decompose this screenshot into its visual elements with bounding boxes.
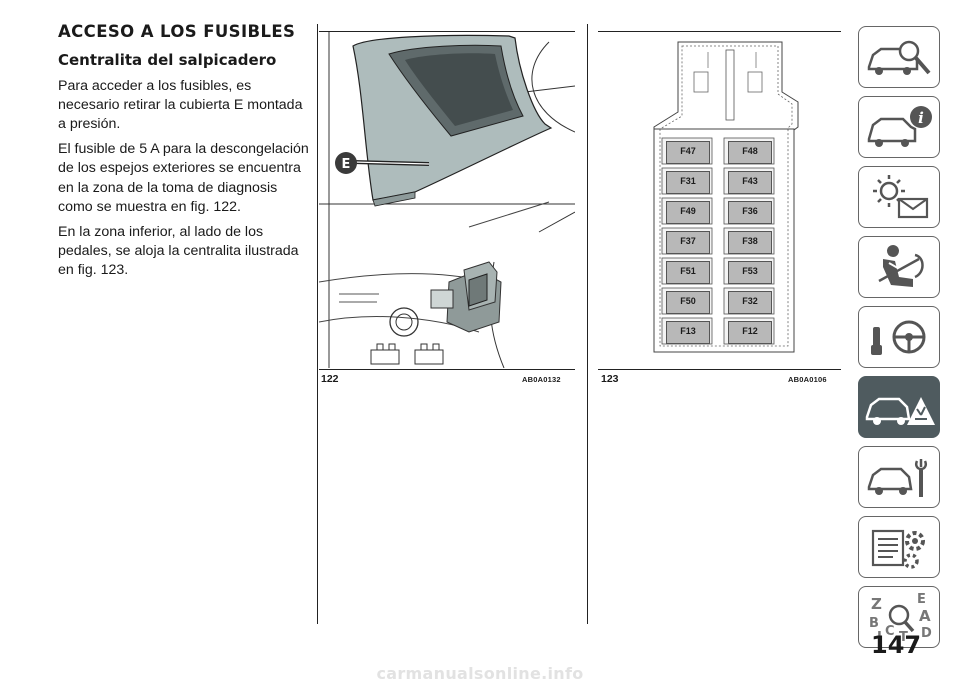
index-letter: B	[869, 616, 879, 631]
svg-text:i: i	[918, 109, 924, 127]
fuse: F13	[666, 321, 710, 344]
fuse-label: F50	[680, 296, 696, 306]
column-divider-left	[317, 24, 318, 624]
emergency-icon	[865, 397, 935, 425]
tab-airbag-seat[interactable]	[858, 236, 940, 298]
callout-e-label: E	[342, 157, 351, 172]
fuse-label: F43	[742, 176, 758, 186]
car-search-icon	[867, 40, 931, 75]
figure-122-illustration: E	[319, 32, 575, 368]
fuse-label: F49	[680, 206, 696, 216]
tab-car-info[interactable]: i	[858, 96, 940, 158]
paragraph-1: Para acceder a los fusibles, es necesari…	[58, 77, 303, 132]
index-letter: I	[877, 630, 882, 645]
figure-123-number: 123	[601, 373, 619, 385]
fuse: F31	[666, 171, 710, 194]
fuse: F50	[666, 291, 710, 314]
figure-122-bottom-rule	[319, 369, 575, 370]
figure-123-top-rule	[598, 31, 841, 32]
fuse-label: F47	[680, 146, 696, 156]
fuse: F36	[728, 201, 772, 224]
tab-warning-lights[interactable]	[858, 166, 940, 228]
index-letter: A	[919, 607, 931, 625]
fuse: F51	[666, 261, 710, 284]
section-subtitle: Centralita del salpicadero	[58, 51, 277, 69]
index-letter: C	[885, 624, 895, 639]
fuse: F38	[728, 231, 772, 254]
fuse: F32	[728, 291, 772, 314]
tab-technical-data[interactable]	[858, 516, 940, 578]
fuse-label: F12	[742, 326, 758, 336]
tab-key-steering[interactable]	[858, 306, 940, 368]
column-divider-right	[587, 24, 588, 624]
fuse: F37	[666, 231, 710, 254]
section-title: ACCESO A LOS FUSIBLES	[58, 22, 296, 41]
fuse-label: F37	[680, 236, 696, 246]
fuse-label: F32	[742, 296, 758, 306]
index-letter: E	[917, 592, 926, 607]
fuse: F43	[728, 171, 772, 194]
paragraph-2: El fusible de 5 A para la descongelación…	[58, 141, 309, 215]
fuse-label: F48	[742, 146, 758, 156]
alphabetical-index-icon: Z E A B C I T D	[869, 592, 932, 645]
index-letter: Z	[871, 595, 882, 613]
figure-122-number: 122	[321, 373, 339, 385]
fuse: F49	[666, 201, 710, 224]
fuse-label: F51	[680, 266, 696, 276]
figure-123-code: AB0A0106	[788, 375, 827, 384]
tab-car-search[interactable]	[858, 26, 940, 88]
paragraph-3: En la zona inferior, al lado de los peda…	[58, 223, 299, 279]
fuse: F53	[728, 261, 772, 284]
technical-data-icon	[871, 529, 925, 569]
tab-car-maintenance[interactable]	[858, 446, 940, 508]
tab-emergency[interactable]	[858, 376, 940, 438]
airbag-seat-icon	[878, 245, 924, 287]
fuse: F47	[666, 141, 710, 164]
watermark: carmanualsonline.info	[376, 664, 584, 683]
fuse-label: F31	[680, 176, 696, 186]
figure-123-bottom-rule	[598, 369, 841, 370]
fuse-label: F38	[742, 236, 758, 246]
fuse-label: F13	[680, 326, 696, 336]
key-steering-wheel-icon	[871, 320, 926, 355]
figure-122-top-rule	[319, 31, 575, 32]
tab-alphabetical-index[interactable]: Z E A B C I T D	[858, 586, 940, 648]
car-maintenance-icon	[867, 459, 928, 497]
figure-123-fuse-box	[598, 32, 841, 368]
warning-lights-icon	[873, 175, 929, 219]
fuse: F12	[728, 321, 772, 344]
fuse-label: F53	[742, 266, 758, 276]
fuse: F48	[728, 141, 772, 164]
car-info-icon: i	[867, 106, 932, 147]
fuse-label: F36	[742, 206, 758, 216]
index-letter: D	[921, 626, 932, 641]
figure-122-code: AB0A0132	[522, 375, 561, 384]
page-number: 147	[871, 631, 922, 659]
index-letter: T	[899, 630, 908, 645]
text-column: ACCESO A LOS FUSIBLES Centralita del sal…	[58, 22, 310, 287]
